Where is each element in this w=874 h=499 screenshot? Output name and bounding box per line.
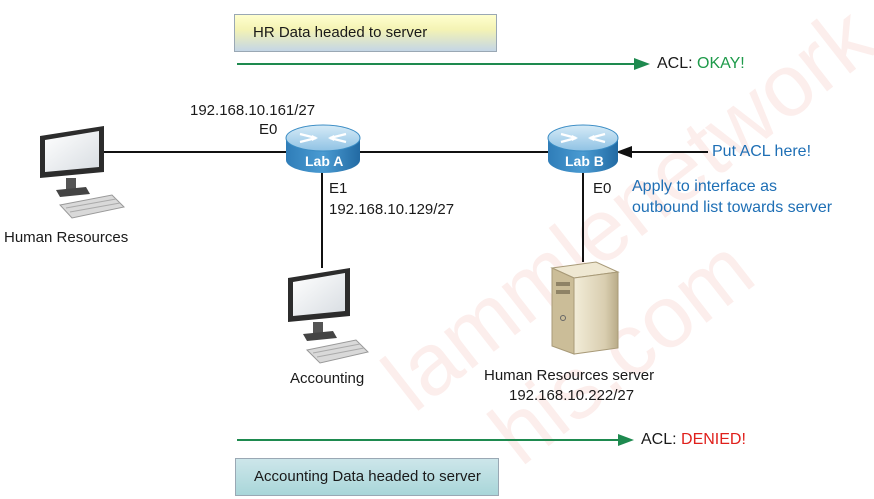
lab-a-e0-ip: 192.168.10.161/27: [190, 102, 316, 119]
acl-denied-prefix: ACL:: [641, 431, 682, 448]
lab-a-e1-ip: 192.168.10.129/27: [329, 201, 455, 218]
accounting-host-label: Accounting: [290, 370, 365, 387]
router-lab-b-label: Lab B: [565, 153, 604, 169]
server-tower-icon: [550, 261, 620, 355]
put-acl-arrow: [616, 146, 708, 158]
lab-b-e0-label: E0: [593, 180, 612, 197]
lab-a-e0-label: E0: [259, 121, 278, 138]
accounting-data-banner: Accounting Data headed to server: [235, 458, 499, 496]
apply-interface-note-line2: outbound list towards server: [632, 199, 833, 216]
acl-okay-status: OKAY!: [697, 55, 745, 72]
router-lab-a-icon: [285, 124, 361, 173]
router-lab-b-icon: [547, 124, 619, 173]
hr-computer-icon: [40, 126, 126, 219]
server-host-label: Human Resources server: [484, 367, 655, 384]
accounting-computer-icon: [288, 268, 369, 364]
acl-denied-label: ACL: DENIED!: [641, 431, 746, 449]
accounting-flow-arrow: [237, 434, 634, 446]
router-lab-a-label: Lab A: [305, 153, 344, 169]
lab-a-e1-label: E1: [329, 180, 348, 197]
hr-data-banner: HR Data headed to server: [234, 14, 497, 52]
hr-flow-arrow: [237, 58, 650, 70]
acl-denied-status: DENIED!: [681, 431, 746, 448]
acl-okay-label: ACL: OKAY!: [657, 55, 745, 73]
server-ip-label: 192.168.10.222/27: [509, 387, 635, 404]
acl-okay-prefix: ACL:: [657, 55, 698, 72]
put-acl-here-note: Put ACL here!: [712, 143, 812, 160]
apply-interface-note-line1: Apply to interface as: [632, 178, 777, 195]
hr-host-label: Human Resources: [4, 229, 129, 246]
